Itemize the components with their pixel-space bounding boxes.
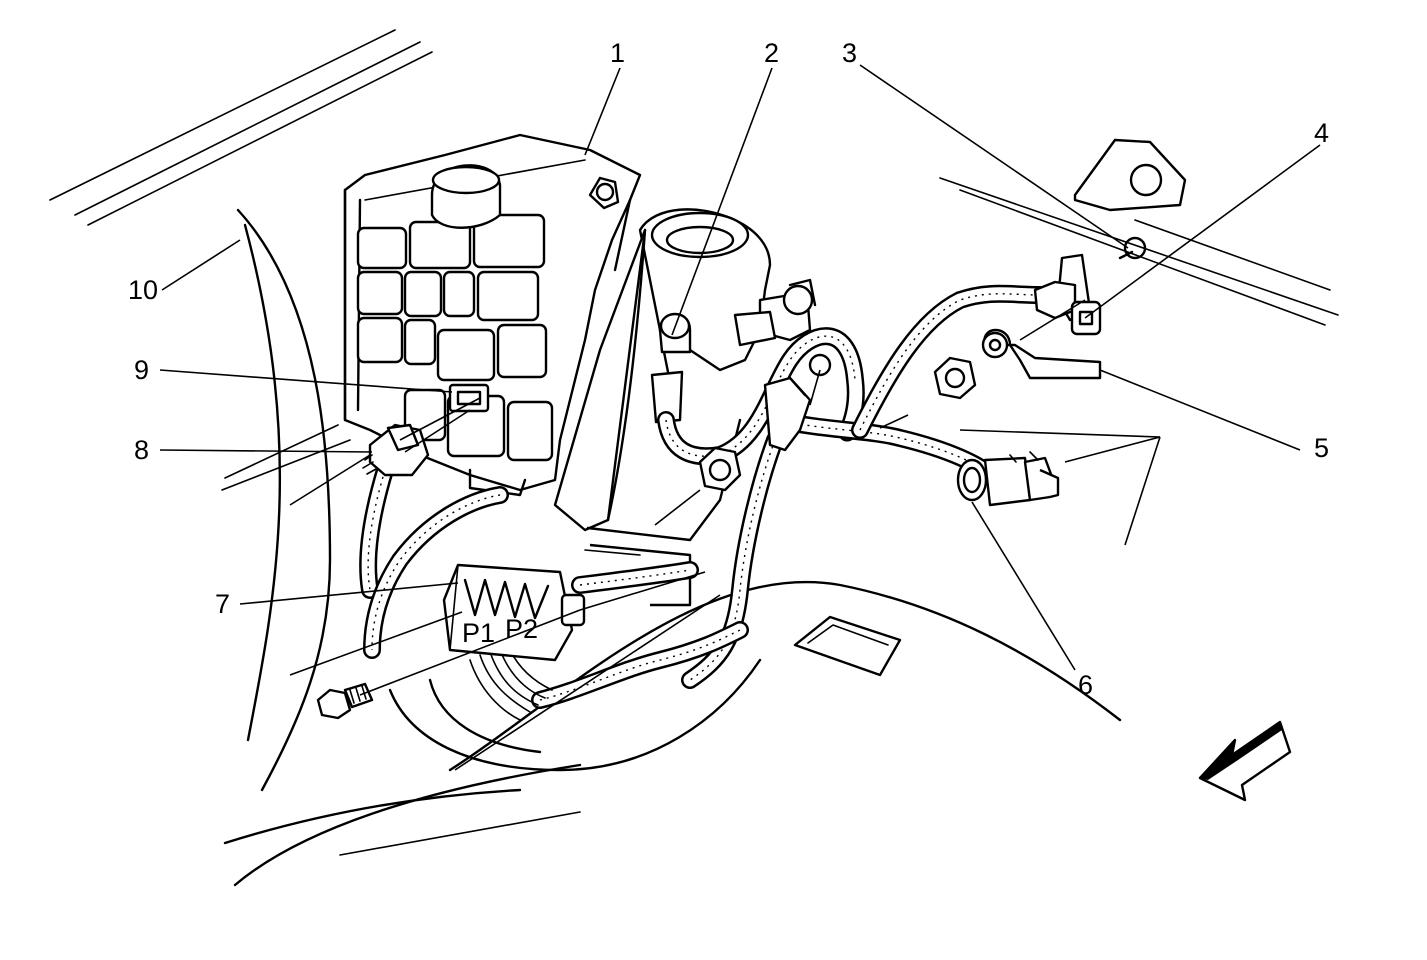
callout-3: 3 [842,38,857,68]
callout-5: 5 [1314,433,1329,463]
connector-p1-p2: P1 P2 [442,563,586,662]
intake-sensor [650,312,692,424]
direction-arrow-icon [1198,720,1292,802]
grommet-item-6 [956,451,1060,507]
center-nut [698,353,832,492]
connector-item-8 [362,423,430,477]
wire-bundle [469,649,553,721]
coolant-reservoir [343,133,642,497]
throttle-fittings [733,278,817,347]
access-panel [793,615,902,677]
callout-labels: 1 2 3 4 5 6 7 8 9 10 [128,38,1329,700]
cowl-lines [939,138,1339,326]
callout-4: 4 [1314,118,1329,148]
inner-fender [223,208,1122,887]
connector-mark-p1: P1 [462,618,495,648]
callout-2: 2 [764,38,779,68]
callout-1: 1 [610,38,625,68]
main-harness [359,284,1049,709]
leader-lines [159,64,1321,771]
ground-terminal [981,328,1102,380]
connector-bolt [316,682,374,720]
reservoir-sensor [448,383,490,413]
ground-nut [933,356,977,400]
connector-mark-p2: P2 [505,614,538,644]
callout-6: 6 [1078,670,1093,700]
callout-9: 9 [134,355,149,385]
callout-7: 7 [215,589,230,619]
fender-lines [49,29,433,491]
callout-8: 8 [134,435,149,465]
callout-10: 10 [128,275,158,305]
